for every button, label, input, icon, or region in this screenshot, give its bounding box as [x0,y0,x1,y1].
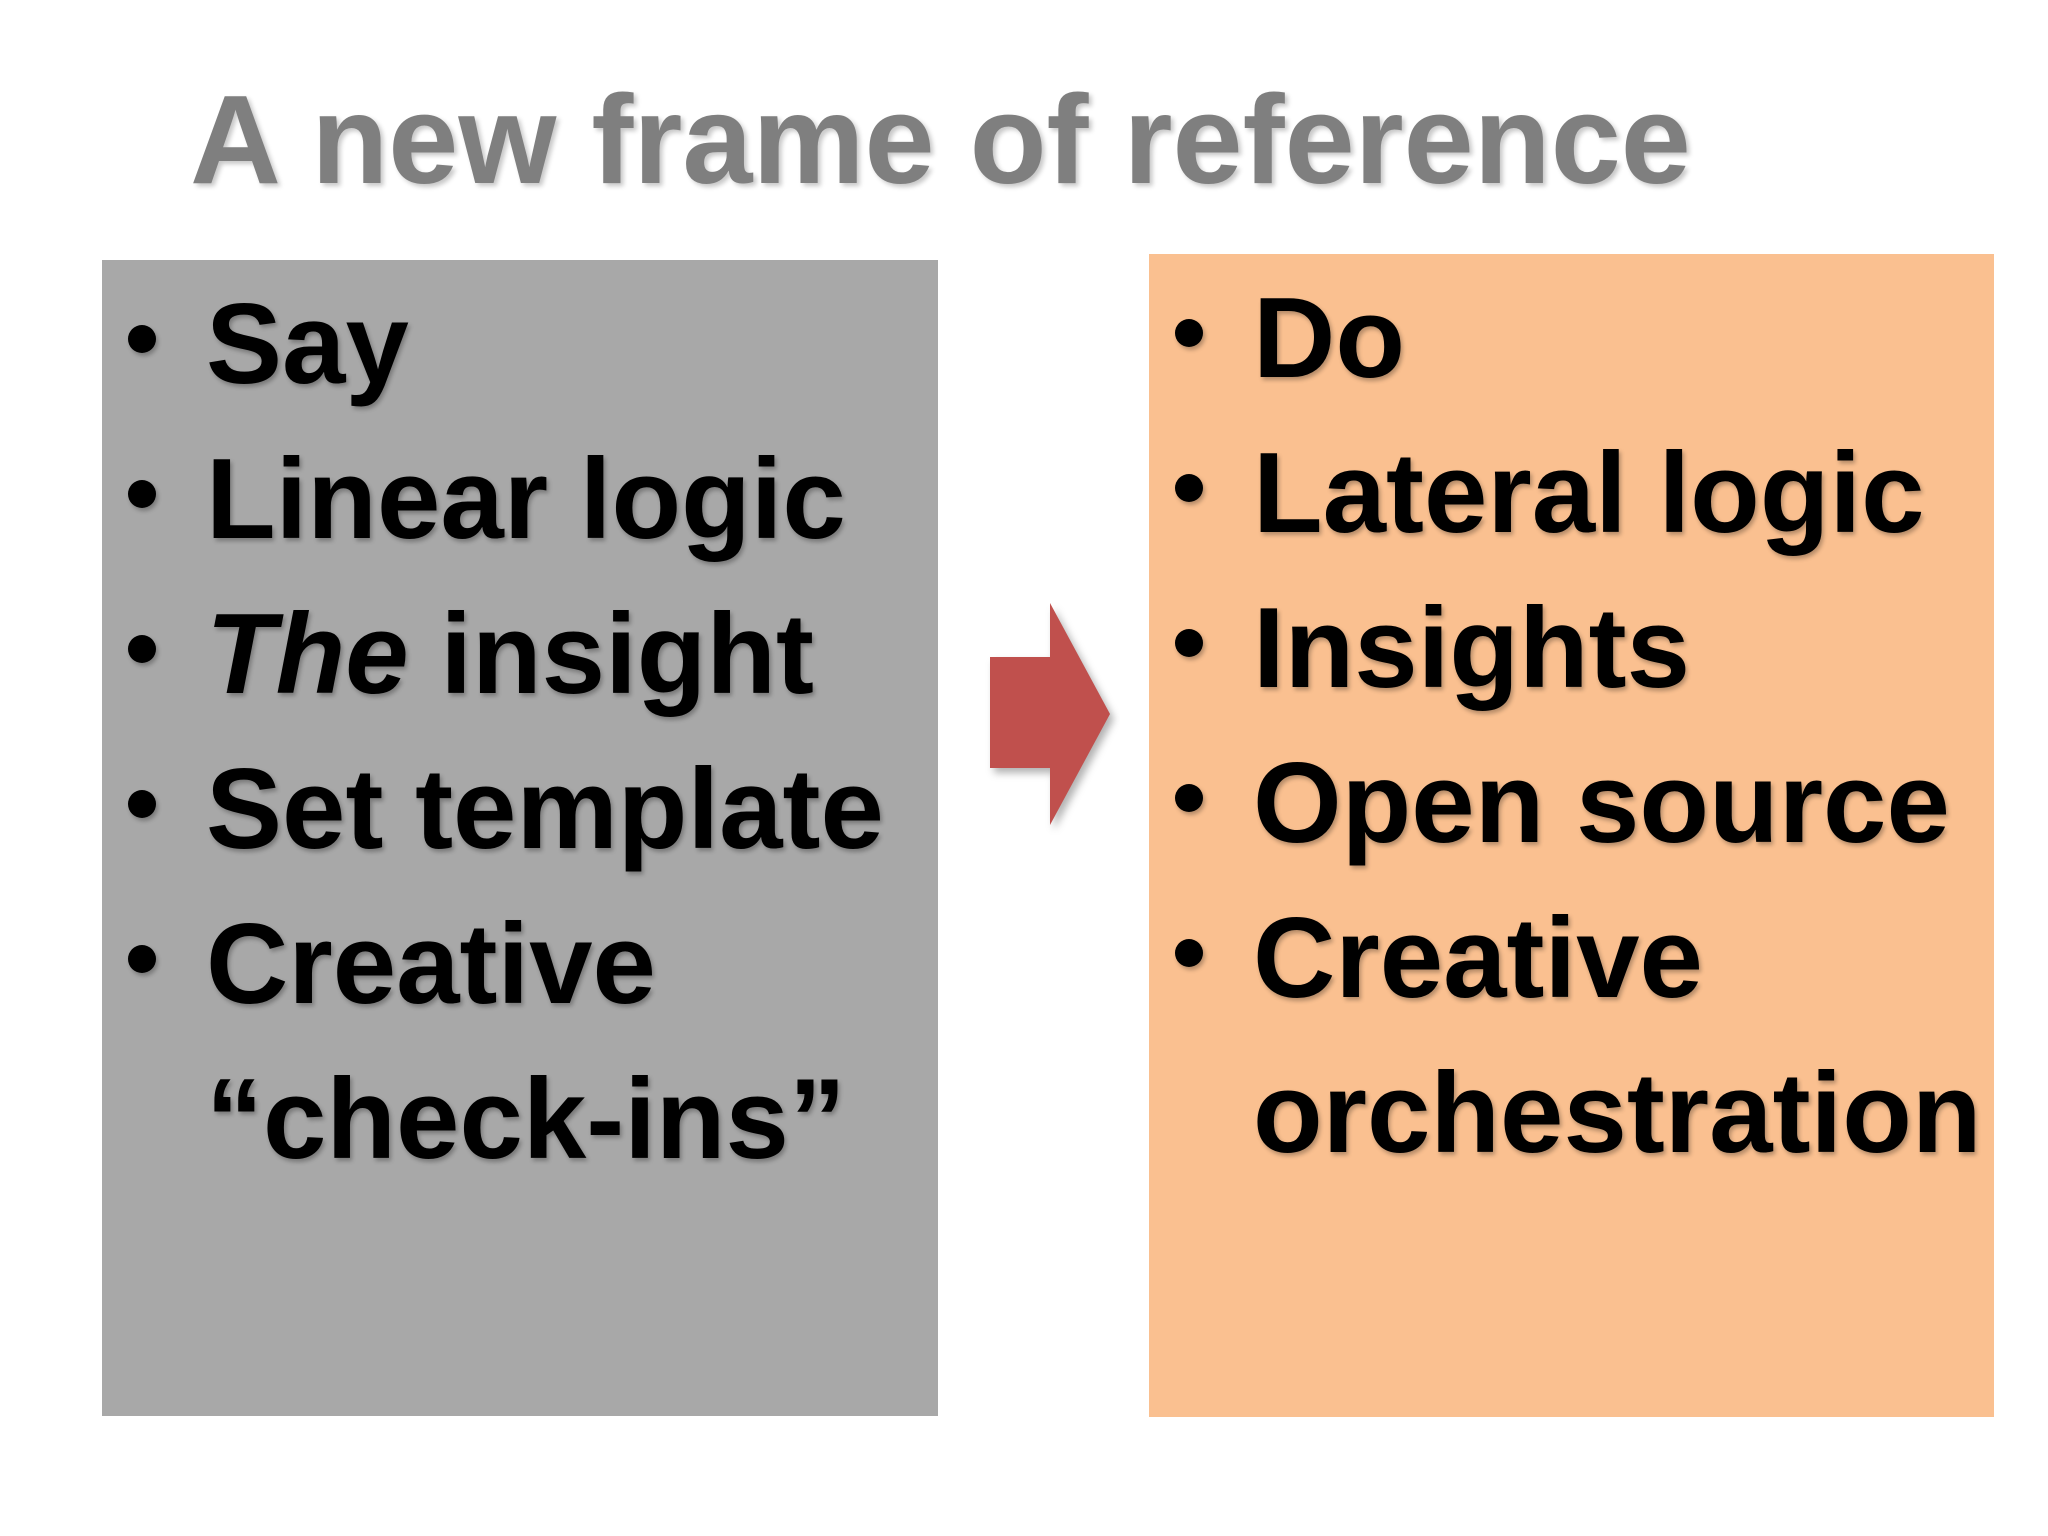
list-item: Insights [1149,571,1986,726]
list-item: Linear logic [102,422,930,577]
list-item-text: Insights [1253,585,1691,712]
list-item: The insight [102,577,930,732]
list-item-text: insight [408,591,814,718]
list-item: Say [102,267,930,422]
list-item-text: Set template [206,746,884,873]
list-item-text: Linear logic [206,436,846,563]
slide-title: A new frame of reference [190,69,1691,210]
list-item: Lateral logic [1149,416,1986,571]
list-item-text-italic: The [206,591,409,718]
list-item-text: Creative orchestration [1253,895,1982,1177]
list-item-text: Lateral logic [1253,430,1925,557]
list-item-text: Open source [1253,740,1950,867]
right-arrow-shape [990,603,1110,825]
list-item-text: Do [1253,275,1405,402]
list-item: Creative orchestration [1149,881,1986,1191]
list-item: Set template [102,732,930,887]
list-item-text: Creative “check-ins” [206,901,846,1183]
list-item: Do [1149,261,1986,416]
list-item-text: Say [206,281,409,408]
list-item: Creative “check-ins” [102,887,930,1197]
right-arrow-icon [990,603,1110,825]
list-item: Open source [1149,726,1986,881]
